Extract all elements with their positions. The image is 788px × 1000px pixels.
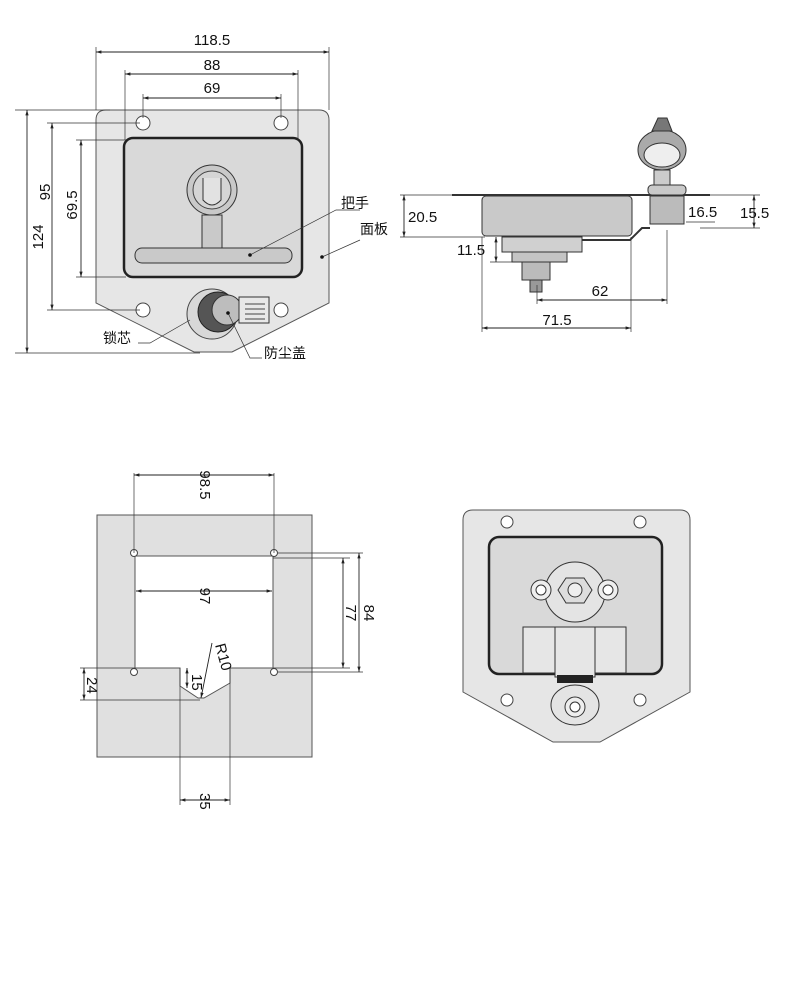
lock-cylinder-side: [637, 117, 687, 225]
dim-77: 77: [342, 605, 359, 622]
label-handle: 把手: [341, 196, 369, 212]
side-view: 20.5 11.5 16.5 15.5 62 71.5: [400, 117, 769, 332]
mount-hole: [273, 302, 289, 318]
label-lock-core: 锁芯: [103, 331, 131, 347]
dim-35: 35: [196, 793, 213, 810]
mount-hole: [273, 115, 289, 131]
dim-124: 124: [30, 224, 47, 249]
dim-24: 24: [83, 677, 100, 694]
dim-88: 88: [204, 57, 221, 74]
dim-11-5: 11.5: [457, 242, 485, 259]
dim-98-5: 98.5: [196, 470, 213, 499]
label-dust-cover: 防尘盖: [264, 346, 306, 362]
dim-69: 69: [204, 80, 221, 97]
dim-r10: R10: [211, 642, 235, 673]
lock-cylinder: [186, 288, 270, 340]
dim-20-5: 20.5: [408, 209, 437, 226]
body: [481, 195, 633, 237]
dim-15: 15: [188, 674, 205, 691]
cutout-sheet: [96, 514, 313, 758]
dim-97: 97: [196, 588, 213, 605]
dim-15-5: 15.5: [740, 205, 769, 222]
cutout-view: 98.5 97 77 84 R10 15 24 35: [80, 470, 377, 810]
dim-71-5: 71.5: [542, 312, 571, 329]
t-handle: [134, 164, 293, 264]
dim-84: 84: [360, 605, 377, 622]
front-view: 118.5 88 69 124 95 69.5 把手 面板 锁芯 防尘盖: [15, 32, 388, 362]
dim-95: 95: [37, 184, 54, 201]
dim-16-5: 16.5: [688, 204, 717, 221]
label-panel: 面板: [360, 222, 388, 238]
dim-69-5: 69.5: [64, 190, 81, 219]
dim-62: 62: [592, 283, 609, 300]
dim-118-5: 118.5: [194, 32, 230, 49]
rear-view: [462, 509, 691, 743]
